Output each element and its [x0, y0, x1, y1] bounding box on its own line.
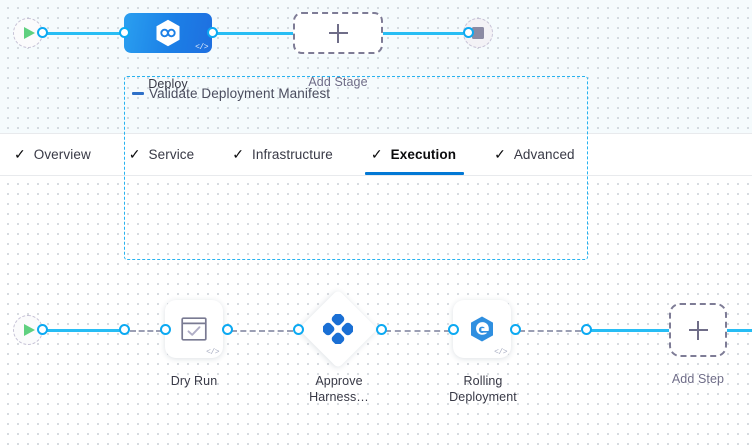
stage-canvas[interactable]: </> Deploy Add Stage	[0, 0, 752, 133]
step-group-validate-deployment-manifest[interactable]	[124, 76, 588, 260]
tab-label: Execution	[390, 146, 457, 162]
plus-icon	[328, 23, 348, 43]
tab-label: Advanced	[513, 146, 575, 162]
tab-service[interactable]: ✓ Service	[129, 134, 194, 175]
rolling-output-port[interactable]	[510, 324, 521, 335]
tab-overview[interactable]: ✓ Overview	[14, 134, 91, 175]
connector-start-to-deploy	[46, 31, 126, 35]
connector-start-to-group	[46, 328, 124, 332]
collapse-dash-icon[interactable]	[132, 92, 144, 95]
dry-run-output-port[interactable]	[222, 324, 233, 335]
play-icon	[24, 27, 35, 39]
step-label-dry-run: Dry Run	[170, 374, 218, 388]
connector-add-stage-to-end	[382, 31, 466, 35]
dry-run-input-port[interactable]	[160, 324, 171, 335]
stage-code-badge[interactable]: </>	[195, 43, 208, 52]
check-icon: ✓	[232, 146, 244, 162]
tab-label: Service	[148, 146, 195, 162]
step-code-badge[interactable]: </>	[494, 348, 507, 357]
plus-icon	[688, 320, 708, 340]
harness-cd-hexagon-icon	[155, 19, 181, 47]
tab-label: Infrastructure	[251, 146, 333, 162]
execution-start-port[interactable]	[37, 324, 48, 335]
rolling-input-port[interactable]	[448, 324, 459, 335]
step-code-badge[interactable]: </>	[206, 348, 219, 357]
check-icon: ✓	[494, 146, 506, 162]
add-step-label: Add Step	[671, 372, 725, 386]
tab-execution[interactable]: ✓ Execution	[364, 134, 465, 175]
step-group-title: Validate Deployment Manifest	[149, 86, 331, 101]
step-label-approve-harness: Approve Harness…	[309, 374, 369, 404]
step-label-rolling-deployment: Rolling Deployment	[449, 374, 517, 404]
add-stage-label: Add Stage	[308, 75, 368, 89]
stage-label-deploy: Deploy	[148, 77, 188, 91]
group-exit-port[interactable]	[581, 324, 592, 335]
connector-add-step-trailing	[726, 328, 752, 332]
add-stage-button[interactable]	[293, 12, 383, 54]
tab-advanced[interactable]: ✓ Advanced	[494, 134, 575, 175]
connector-group-entry-to-dry-run	[130, 329, 162, 332]
connector-deploy-to-add-stage	[216, 31, 294, 35]
execution-steps-canvas[interactable]	[0, 176, 752, 448]
connector-dry-run-to-approve	[231, 329, 293, 332]
stage-tab-bar[interactable]: ✓ Overview ✓ Service ✓ Infrastructure ✓ …	[0, 133, 752, 176]
connector-group-to-add-step	[590, 328, 670, 332]
check-icon: ✓	[370, 146, 383, 162]
connector-rolling-to-group-exit	[519, 329, 581, 332]
approve-input-port[interactable]	[293, 324, 304, 335]
deploy-node-input-port[interactable]	[119, 27, 130, 38]
check-icon: ✓	[128, 146, 141, 162]
tab-infrastructure[interactable]: ✓ Infrastructure	[232, 134, 333, 175]
stop-icon	[472, 27, 484, 39]
add-step-button[interactable]	[669, 303, 727, 357]
play-icon	[24, 324, 35, 336]
stage-node-deploy[interactable]: </>	[124, 13, 212, 53]
dry-run-window-check-icon	[181, 317, 207, 341]
step-group-header[interactable]: Validate Deployment Manifest	[132, 86, 330, 101]
harness-rolling-icon	[471, 316, 493, 342]
check-icon: ✓	[14, 146, 26, 162]
start-node-port[interactable]	[37, 27, 48, 38]
approve-output-port[interactable]	[376, 324, 387, 335]
deploy-node-output-port[interactable]	[207, 27, 218, 38]
step-node-dry-run[interactable]: </>	[165, 300, 223, 358]
connector-approve-to-rolling	[385, 329, 450, 332]
group-entry-port[interactable]	[119, 324, 130, 335]
step-node-rolling-deployment[interactable]: </>	[453, 300, 511, 358]
approval-clover-icon	[323, 314, 353, 344]
tab-label: Overview	[33, 146, 91, 162]
end-node-port[interactable]	[463, 27, 474, 38]
